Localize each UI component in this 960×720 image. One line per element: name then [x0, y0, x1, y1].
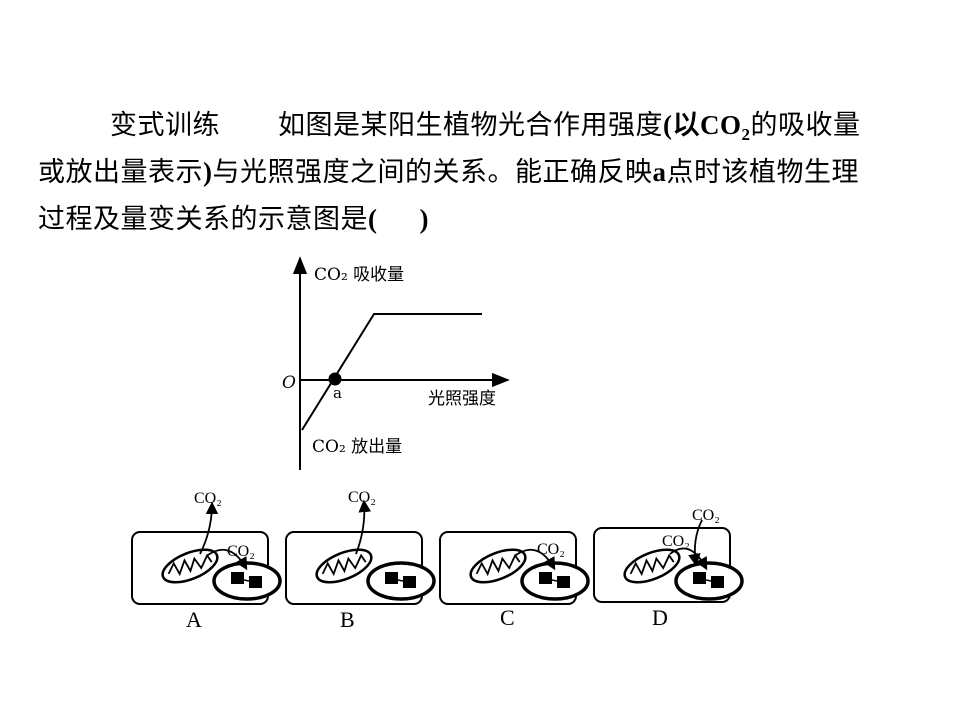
co2-mid-label: CO₂	[537, 541, 565, 558]
arrow-from-outside	[688, 519, 703, 567]
question-stem-end: 的吸收量	[750, 110, 861, 141]
photosynthesis-graph: CO₂ 吸收量 CO₂ 放出量 光照强度 O a	[282, 256, 510, 470]
co2-mid-label: CO₂	[227, 543, 255, 560]
co2-mid-label: CO₂	[662, 533, 690, 550]
line2-text-b: 与光照强度之间的关系。能正确反映	[212, 157, 653, 188]
exercise-label: 变式训练	[110, 110, 220, 141]
question-line-3: 过程及量变关系的示意图是()	[38, 196, 928, 243]
question-line-2: 或放出量表示)与光照强度之间的关系。能正确反映a点时该植物生理	[38, 149, 928, 196]
y-axis-bottom-label: CO₂ 放出量	[312, 437, 402, 457]
option-letter-b: B	[340, 607, 355, 632]
co2-out-label: CO₂	[692, 507, 720, 524]
option-c: CO₂ C	[439, 531, 590, 630]
paren-close: )	[203, 157, 213, 187]
question-stem: 如图是某阳生植物光合作用强度	[278, 110, 663, 141]
answer-paren-open: (	[368, 204, 378, 234]
line2-text-a: 或放出量表示	[38, 157, 203, 188]
point-a-label: a	[333, 384, 342, 402]
arrow-mito-to-chloro	[515, 548, 556, 571]
point-a-dot	[328, 372, 342, 386]
arrow-mito-to-chloro	[669, 547, 708, 571]
option-a: CO₂ CO₂ A	[131, 490, 282, 632]
option-d: CO₂ CO₂ D	[593, 507, 744, 630]
paren-open: (以	[663, 110, 700, 140]
option-b: CO₂ B	[285, 489, 436, 632]
question-text: 变式训练如图是某阳生植物光合作用强度(以CO2的吸收量 或放出量表示)与光照强度…	[38, 102, 928, 243]
arrow-to-outside	[199, 501, 219, 555]
option-letter-d: D	[652, 605, 668, 630]
arrow-to-outside	[355, 499, 372, 555]
photosynthesis-curve	[301, 313, 482, 431]
line2-text-c: 点时该植物生理	[666, 157, 859, 188]
co2-out-label: CO₂	[194, 490, 222, 507]
answer-paren-close: )	[419, 204, 429, 234]
option-letter-a: A	[186, 607, 202, 632]
question-line-1: 变式训练 如图是某阳生植物光合作用强度(以CO2的吸收量	[38, 102, 928, 149]
co2-formula: CO2	[700, 110, 751, 144]
line3-text: 过程及量变关系的示意图是	[38, 204, 368, 235]
x-axis-label: 光照强度	[428, 389, 496, 409]
y-axis-top-label: CO₂ 吸收量	[314, 265, 404, 285]
arrow-mito-to-chloro	[207, 548, 248, 571]
co2-out-label: CO₂	[348, 489, 376, 506]
option-letter-c: C	[500, 605, 515, 630]
origin-label: O	[282, 373, 296, 393]
point-a-ref: a	[652, 157, 667, 187]
answer-options: CO₂ CO₂ A CO₂ B CO₂ C CO₂ CO₂ D	[131, 489, 744, 632]
